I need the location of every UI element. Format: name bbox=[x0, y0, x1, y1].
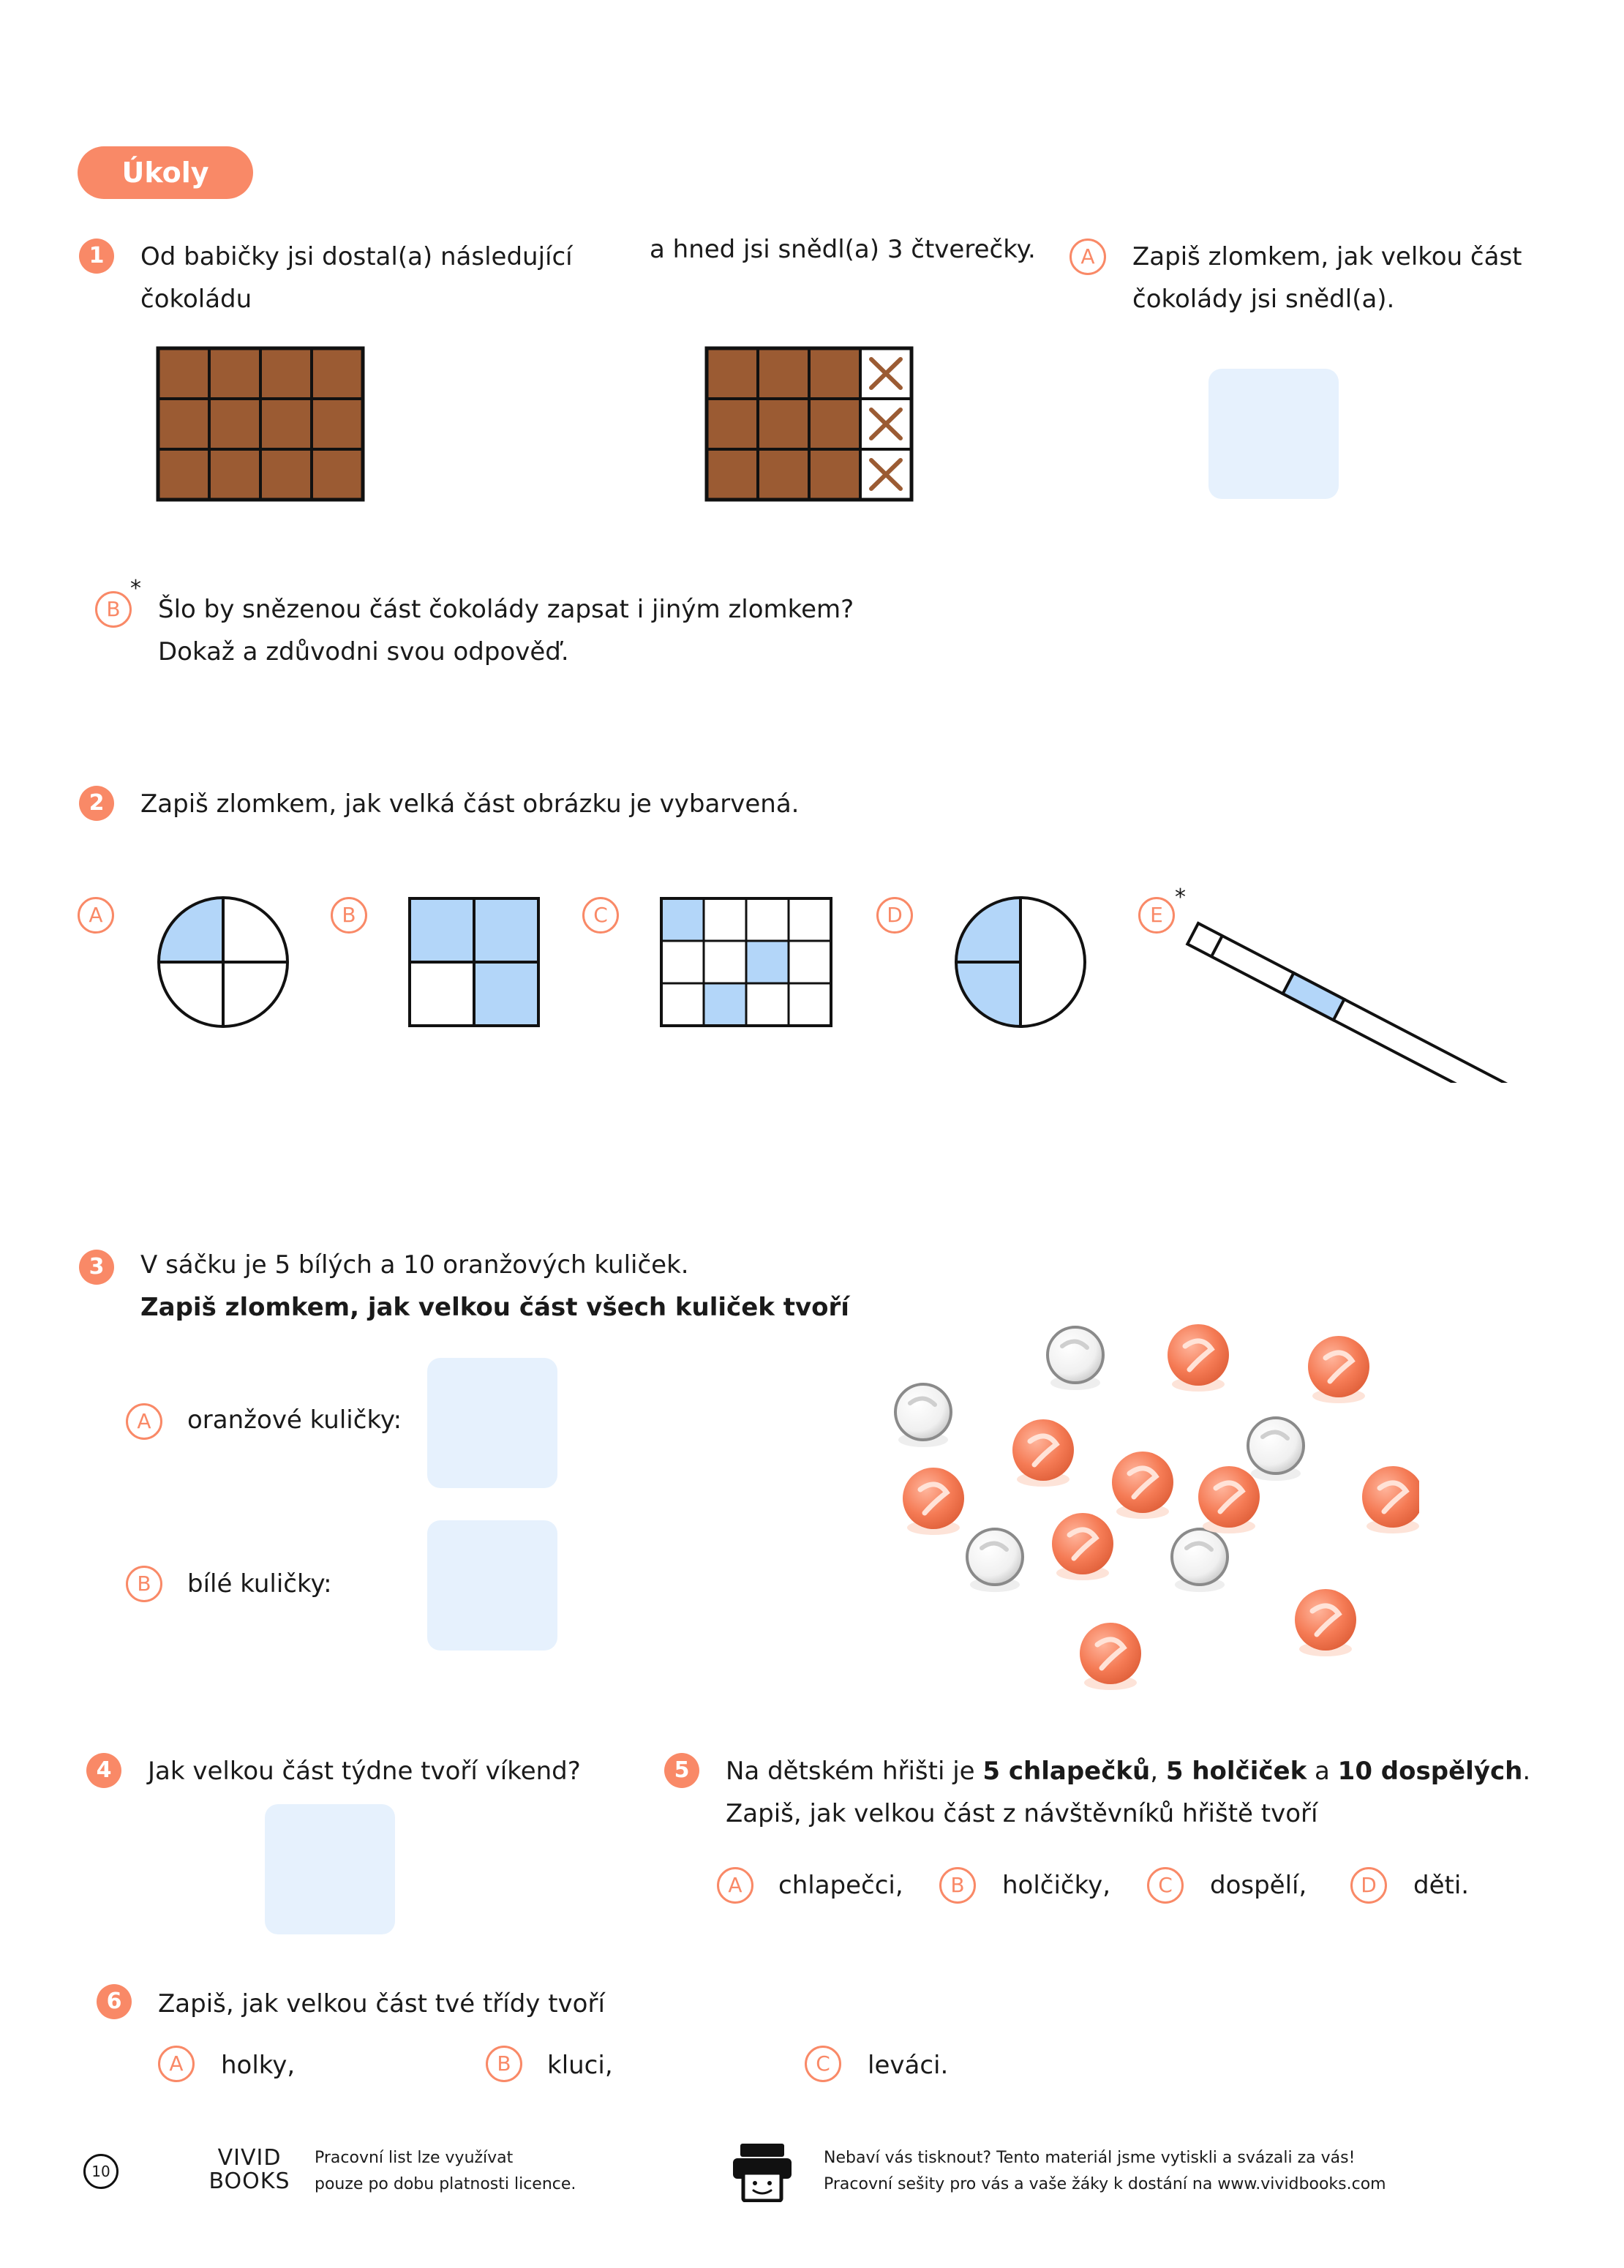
option-letter: B bbox=[95, 591, 132, 628]
white-marble bbox=[894, 1383, 952, 1447]
answer-box[interactable] bbox=[427, 1358, 557, 1488]
white-marble bbox=[966, 1528, 1024, 1592]
task5-pre: Na dětském hřišti je bbox=[726, 1757, 983, 1786]
option-label: děti. bbox=[1413, 1871, 1470, 1900]
orange-marble bbox=[1052, 1513, 1113, 1580]
option-letter: C bbox=[805, 2046, 841, 2082]
task2-text: Zapiš zlomkem, jak velká část obrázku je… bbox=[140, 789, 800, 819]
task5-end: . bbox=[1522, 1757, 1531, 1786]
task6-text: Zapiš, jak velkou část tvé třídy tvoří bbox=[158, 1989, 605, 2019]
chocolate-bar-full bbox=[156, 346, 365, 502]
option-label: dospělí, bbox=[1210, 1871, 1307, 1900]
task5-sep: a bbox=[1307, 1757, 1338, 1786]
white-marble bbox=[1046, 1326, 1105, 1390]
print-note: Nebaví vás tisknout? Tento materiál jsme… bbox=[824, 2145, 1555, 2198]
task1b-line2: Dokaž a zdůvodni svou odpověď. bbox=[158, 637, 569, 666]
task-number: 4 bbox=[86, 1753, 121, 1788]
orange-marble bbox=[1080, 1623, 1141, 1690]
orange-marble bbox=[1168, 1324, 1229, 1392]
orange-marble bbox=[1308, 1336, 1369, 1403]
star-mark: * bbox=[1175, 885, 1186, 910]
orange-marble bbox=[1012, 1419, 1074, 1487]
task5-sep: , bbox=[1150, 1757, 1166, 1786]
task1a-text: Zapiš zlomkem, jak velkou část čokolády … bbox=[1132, 242, 1522, 314]
answer-box[interactable] bbox=[427, 1520, 557, 1651]
section-label: Úkoly bbox=[78, 146, 253, 199]
figure-a-circle bbox=[157, 896, 289, 1028]
task1-text2: a hned jsi snědl(a) 3 čtverečky. bbox=[650, 235, 1036, 264]
orange-marble bbox=[1295, 1589, 1356, 1656]
orange-marbles-label: oranžové kuličky: bbox=[187, 1405, 402, 1435]
orange-marble bbox=[1362, 1466, 1419, 1533]
task3-line2: Zapiš zlomkem, jak velkou část všech kul… bbox=[140, 1293, 849, 1322]
task-number: 1 bbox=[79, 239, 114, 274]
figure-e-strip bbox=[1185, 921, 1525, 1083]
task5-girls: 5 holčiček bbox=[1165, 1757, 1307, 1786]
page-number: 10 bbox=[83, 2154, 119, 2189]
option-letter: A bbox=[78, 897, 114, 934]
orange-marble bbox=[1112, 1452, 1173, 1519]
task1-text: Od babičky jsi dostal(a) následující čok… bbox=[140, 242, 573, 314]
vividbooks-logo: VIVID BOOKS bbox=[202, 2147, 297, 2193]
option-label: holky, bbox=[221, 2051, 296, 2080]
option-letter: E bbox=[1138, 897, 1175, 934]
star-mark: * bbox=[130, 576, 141, 601]
orange-marble bbox=[1198, 1466, 1260, 1533]
option-letter: A bbox=[126, 1403, 162, 1440]
logo-line: BOOKS bbox=[208, 2169, 290, 2194]
task1b-line1: Šlo by snězenou část čokolády zapsat i j… bbox=[158, 595, 854, 624]
task5-line2: Zapiš, jak velkou část z návštěvníků hři… bbox=[726, 1799, 1318, 1828]
answer-box[interactable] bbox=[265, 1804, 395, 1934]
cross-icon bbox=[869, 357, 903, 491]
print-line: Nebaví vás tisknout? Tento materiál jsme… bbox=[824, 2149, 1356, 2167]
option-letter: C bbox=[582, 897, 619, 934]
option-letter: D bbox=[876, 897, 913, 934]
license-line: pouze po dobu platnosti licence. bbox=[315, 2175, 576, 2193]
orange-marble bbox=[903, 1468, 964, 1535]
figure-d-circle bbox=[955, 896, 1086, 1028]
task-number: 2 bbox=[79, 786, 114, 821]
task3-line1: V sáčku je 5 bílých a 10 oranžových kuli… bbox=[140, 1250, 689, 1280]
option-letter: A bbox=[717, 1867, 753, 1904]
answer-box[interactable] bbox=[1208, 369, 1339, 499]
task-number: 5 bbox=[664, 1753, 699, 1788]
printer-icon bbox=[733, 2144, 792, 2202]
task-number: 3 bbox=[79, 1250, 114, 1285]
task-number: 6 bbox=[97, 1984, 132, 2019]
white-marbles-label: bílé kuličky: bbox=[187, 1569, 332, 1599]
task4-text: Jak velkou část týdne tvoří víkend? bbox=[148, 1757, 581, 1786]
option-letter: C bbox=[1147, 1867, 1184, 1904]
option-label: chlapečci, bbox=[778, 1871, 903, 1900]
figure-c-grid bbox=[660, 897, 832, 1027]
task5-adults: 10 dospělých bbox=[1337, 1757, 1523, 1786]
marbles-illustration bbox=[894, 1324, 1419, 1690]
option-letter: B bbox=[331, 897, 367, 934]
license-line: Pracovní list lze využívat bbox=[315, 2149, 514, 2167]
option-label: kluci, bbox=[547, 2051, 613, 2080]
option-label: leváci. bbox=[868, 2051, 949, 2080]
task5-line1: Na dětském hřišti je 5 chlapečků, 5 holč… bbox=[726, 1750, 1604, 1792]
option-letter: A bbox=[1069, 239, 1106, 275]
option-letter: B bbox=[939, 1867, 976, 1904]
logo-line: VIVID bbox=[217, 2145, 282, 2171]
white-marble bbox=[1247, 1416, 1305, 1481]
option-letter: D bbox=[1350, 1867, 1387, 1904]
figure-b-square bbox=[408, 897, 540, 1027]
option-letter: B bbox=[126, 1566, 162, 1602]
option-letter: B bbox=[486, 2046, 522, 2082]
license-note: Pracovní list lze využívat pouze po dobu… bbox=[315, 2145, 695, 2198]
print-line: Pracovní sešity pro vás a vaše žáky k do… bbox=[824, 2175, 1386, 2193]
chocolate-bar-eaten bbox=[704, 346, 914, 502]
option-letter: A bbox=[158, 2046, 195, 2082]
task5-boys: 5 chlapečků bbox=[982, 1757, 1151, 1786]
white-marble bbox=[1170, 1528, 1229, 1592]
option-label: holčičky, bbox=[1002, 1871, 1111, 1900]
